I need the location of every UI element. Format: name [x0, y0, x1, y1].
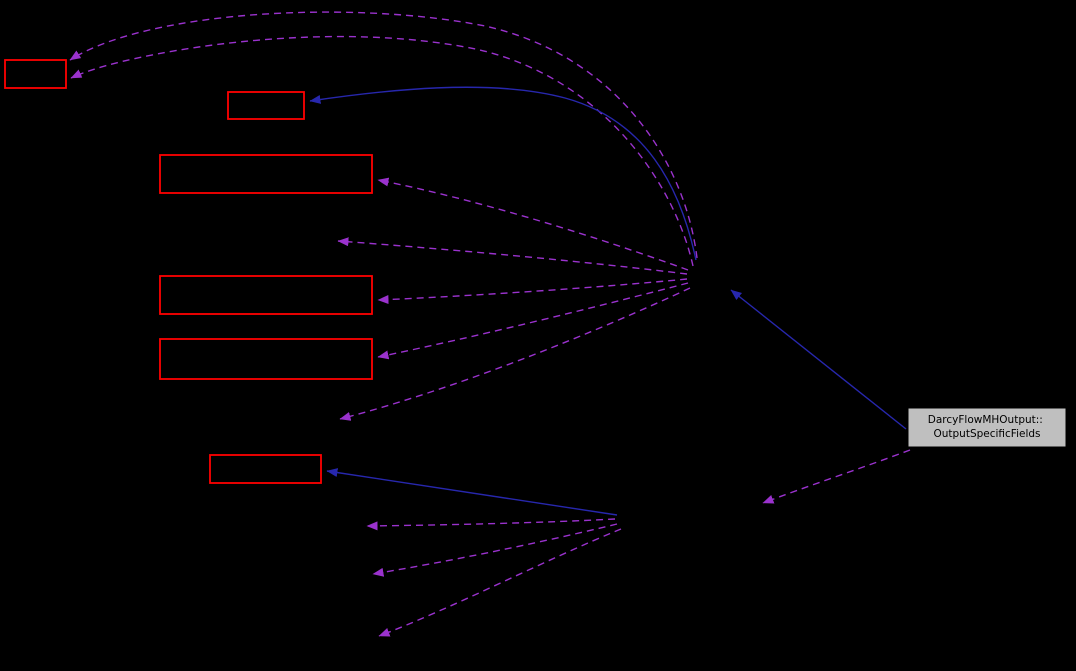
- usage-edge: [377, 278, 688, 305]
- class-node[interactable]: [4, 59, 67, 89]
- usage-edges: [69, 11, 911, 637]
- usage-edge: [337, 237, 688, 275]
- usage-edge: [762, 449, 911, 504]
- usage-edge: [377, 282, 689, 360]
- usage-edge: [377, 177, 689, 271]
- usage-edge: [339, 287, 691, 421]
- class-node[interactable]: [159, 275, 373, 315]
- usage-edge: [378, 528, 622, 637]
- usage-edge: [366, 518, 616, 531]
- inheritance-edge: [326, 468, 618, 516]
- focal-node-label-line2: OutputSpecificFields: [933, 428, 1040, 440]
- class-node[interactable]: [209, 454, 322, 484]
- focal-node-label: DarcyFlowMHOutput:: OutputSpecificFields: [928, 414, 1046, 440]
- usage-edge: [372, 523, 618, 577]
- focal-node-box: [907, 407, 1067, 448]
- focal-node: DarcyFlowMHOutput:: OutputSpecificFields: [907, 407, 1067, 448]
- focal-node-label-line1: DarcyFlowMHOutput::: [928, 414, 1043, 426]
- inheritance-edges: [309, 86, 907, 516]
- usage-edge: [69, 11, 698, 259]
- class-node[interactable]: [159, 154, 373, 194]
- class-node[interactable]: [227, 91, 305, 120]
- inheritance-edge: [309, 86, 697, 261]
- inheritance-edge: [730, 289, 907, 430]
- class-node[interactable]: [159, 338, 373, 380]
- class-nodes: [4, 59, 373, 484]
- usage-edge: [70, 35, 694, 267]
